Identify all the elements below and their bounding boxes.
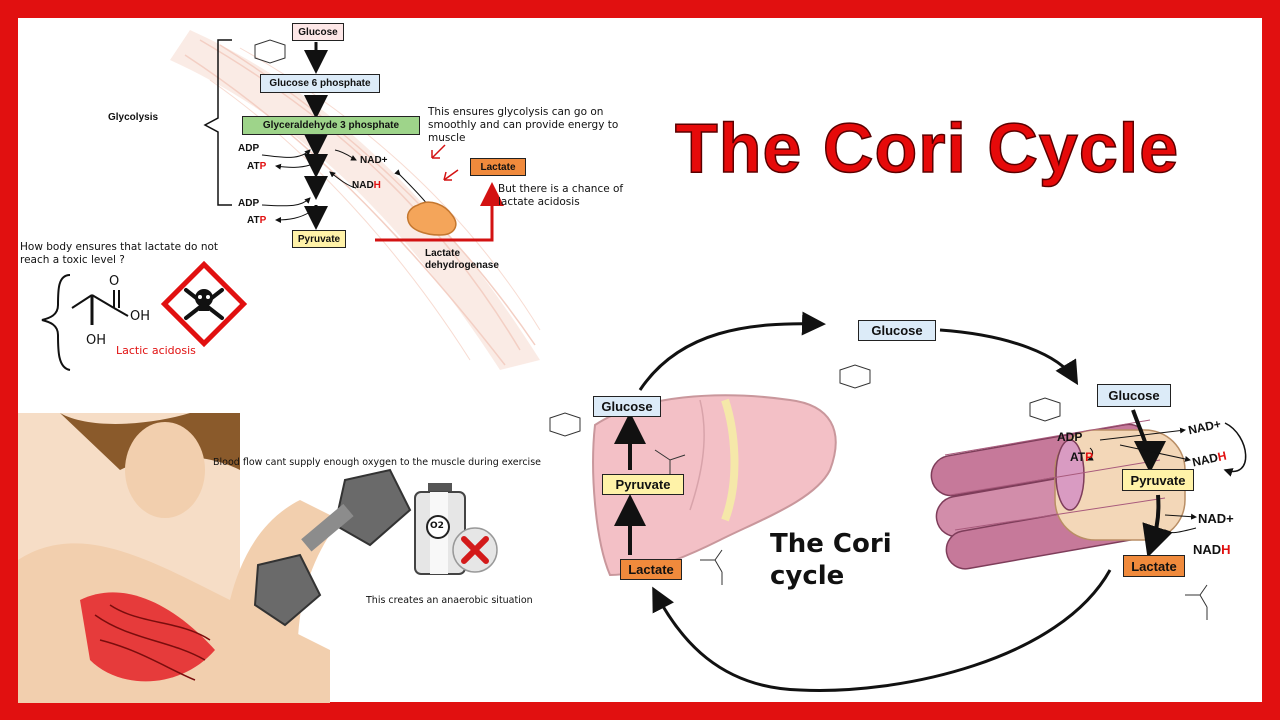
cycle-glucose-top-box: Glucose (858, 320, 936, 341)
glucose-structure-sketches (254, 39, 1208, 620)
cori-cycle-arrows (614, 311, 1247, 692)
nadh-label: NADH (352, 180, 381, 191)
toxic-hazard-icon (160, 260, 248, 348)
muscle-pyruvate-box: Pyruvate (1122, 469, 1194, 491)
cycle-adp-label: ADP (1057, 430, 1083, 444)
cycle-atp-label: ATP (1070, 450, 1094, 464)
anaerobic-note: This creates an anaerobic situation (366, 595, 533, 606)
enzyme-blob (406, 201, 457, 236)
toxic-level-question: How body ensures that lactate do not rea… (20, 241, 219, 266)
blood-flow-note: Blood flow cant supply enough oxygen to … (213, 457, 541, 468)
glyceraldehyde-3-phosphate-box: Glyceraldehyde 3 phosphate (242, 116, 420, 135)
hydroxyl-label-bottom: OH (86, 333, 107, 348)
cycle-nad-plus-bottom: NAD+ (1198, 511, 1234, 526)
carbonyl-oxygen-label: O (109, 274, 120, 289)
glycolysis-pyruvate-box: Pyruvate (292, 230, 346, 248)
oxygen-label: O2 (430, 521, 444, 531)
glycolysis-arrows (261, 42, 504, 242)
liver-lactate-box: Lactate (620, 559, 682, 580)
muscle-lactate-box: Lactate (1123, 555, 1185, 577)
lactate-brace (41, 274, 71, 371)
cross-icon (452, 527, 498, 573)
liver-illustration (592, 394, 837, 577)
lactate-acidosis-note: But there is a chance of lactate acidosi… (498, 183, 624, 208)
atp-label-2: ATP (247, 215, 267, 226)
main-title: The Cori Cycle (674, 108, 1180, 188)
glycolysis-lactate-box: Lactate (470, 158, 526, 176)
liver-pyruvate-box: Pyruvate (602, 474, 684, 495)
muscle-glucose-box: Glucose (1097, 384, 1171, 407)
glycolysis-brace (203, 39, 232, 206)
glycolysis-smooth-note: This ensures glycolysis can go on smooth… (428, 106, 619, 144)
liver-glucose-box: Glucose (593, 396, 661, 417)
cycle-nadh-bottom: NADH (1193, 542, 1231, 557)
glycolysis-label: Glycolysis (108, 112, 159, 123)
exercising-person-illustration (18, 413, 412, 703)
atp-label-1: ATP (247, 161, 267, 172)
lactic-acid-structure (71, 290, 129, 325)
hydroxyl-label-right: OH (130, 309, 151, 324)
glucose-6-phosphate-box: Glucose 6 phosphate (260, 74, 380, 93)
lactic-acidosis-caption: Lactic acidosis (116, 344, 196, 357)
glycolysis-glucose-box: Glucose (292, 23, 344, 41)
nad-plus-label: NAD+ (360, 155, 388, 166)
adp-label-2: ADP (238, 198, 260, 209)
adp-label-1: ADP (238, 143, 260, 154)
oxygen-canister-illustration (414, 483, 466, 575)
